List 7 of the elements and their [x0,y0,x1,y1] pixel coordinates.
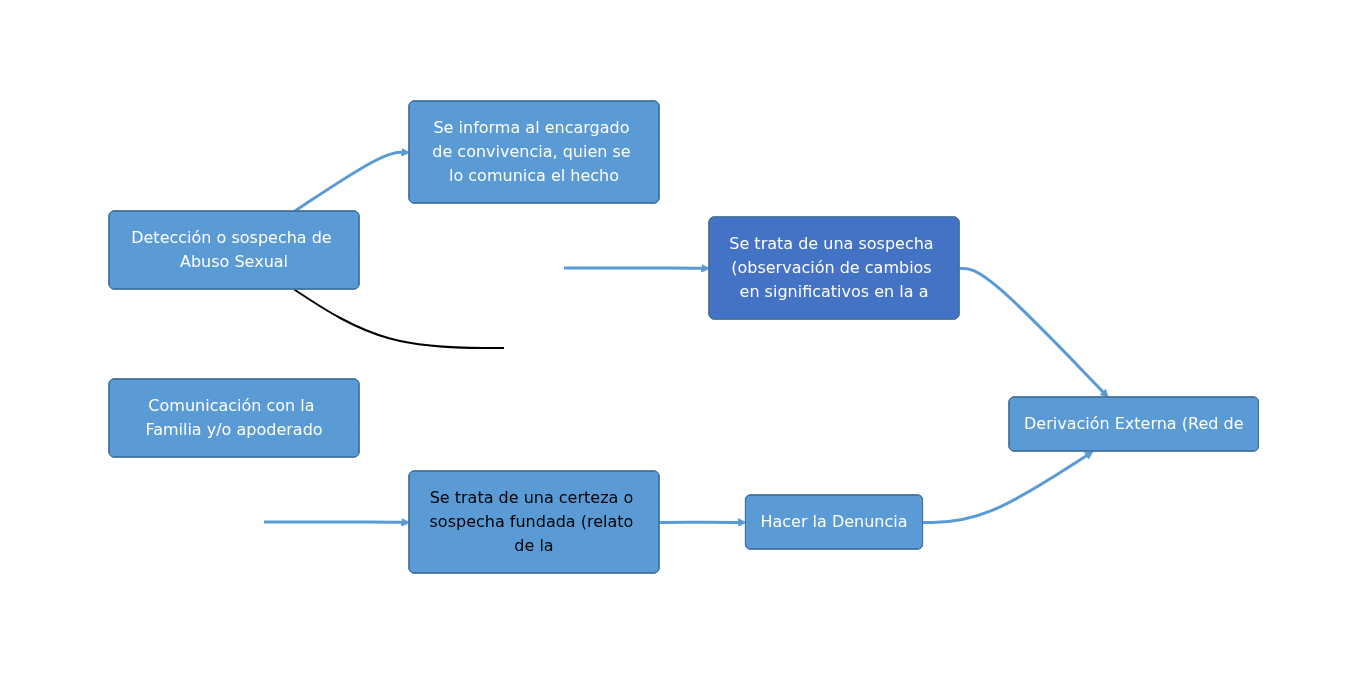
connector [293,288,506,349]
arrow [659,518,747,527]
arrow [959,266,1109,398]
arrow [293,147,411,213]
arrow [264,517,411,527]
arrow [564,263,711,273]
arrow [923,451,1094,524]
